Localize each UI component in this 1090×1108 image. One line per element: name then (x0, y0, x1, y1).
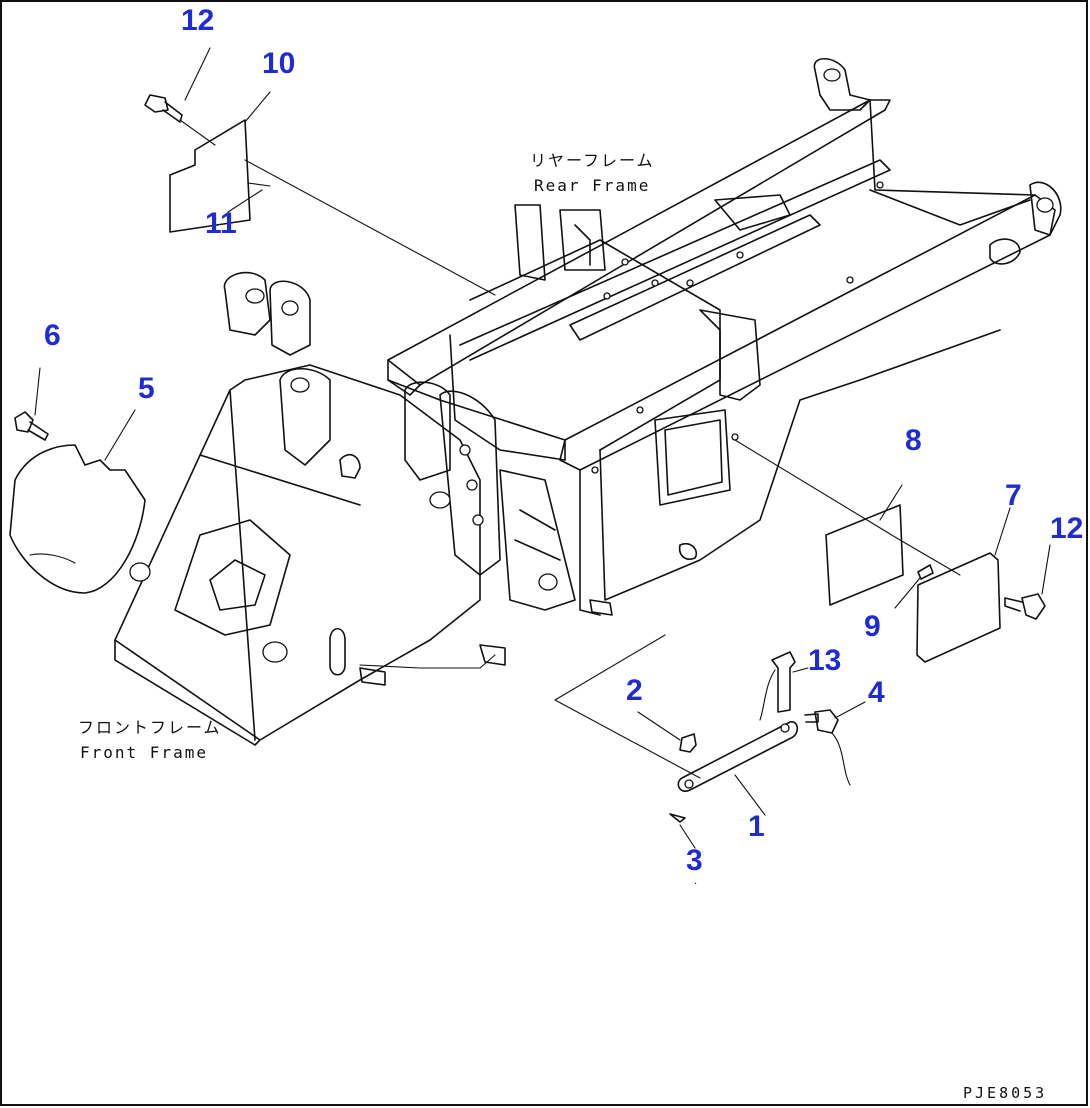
leader-line-bolt-6 (34, 367, 41, 416)
callout-13: 13 (808, 644, 841, 677)
leader-line-callout-4 (834, 701, 866, 719)
rear-cross-member (569, 214, 821, 341)
part-pin-13 (759, 651, 796, 721)
leader-line-bolt-12-top (179, 119, 216, 146)
rear-frame-side-opening (654, 409, 731, 506)
rear-frame-right-rail (559, 194, 1056, 471)
leader-line-callout-13 (792, 667, 809, 673)
leader-line-callout-12-right (1041, 544, 1051, 595)
svg-text:.: . (694, 876, 697, 887)
part-bolt-2 (679, 733, 697, 753)
callout-7: 7 (1005, 479, 1022, 512)
rear-frame (387, 57, 1062, 616)
callout-6: 6 (44, 319, 61, 352)
callout-11: 11 (205, 207, 237, 240)
front-frame-label-jp: フロントフレーム (78, 718, 222, 737)
rear-frame-bracket-right (699, 309, 761, 401)
leader-line-callout-12-top (184, 47, 211, 101)
leader-line-callout-1 (734, 774, 766, 816)
rear-frame-left-rail (387, 99, 891, 386)
rear-frame-label-en: Rear Frame (534, 176, 650, 195)
leader-line-callout-10 (244, 91, 271, 123)
part-pin-4 (804, 709, 851, 786)
callout-4: 4 (868, 676, 885, 709)
callout-12-right: 12 (1050, 512, 1083, 545)
part-cover-10 (169, 119, 271, 233)
rear-hitch-side (1029, 181, 1062, 236)
leader-line-cover-10 (244, 159, 496, 296)
part-lock-bar-1 (677, 721, 799, 792)
part-cover-5 (9, 444, 146, 594)
part-packing-9 (917, 564, 934, 580)
part-bolt-12-right (1004, 593, 1046, 620)
part-bolt-6 (14, 411, 49, 441)
front-frame-body (114, 364, 481, 741)
leader-line-cover-5 (104, 409, 136, 461)
leader-line-callout-8 (879, 484, 903, 521)
leader-line-callout-9 (894, 577, 921, 609)
part-plate-8 (825, 504, 904, 606)
rear-frame-bracket-left (514, 204, 546, 281)
drawing-id: PJE8053 (963, 1084, 1047, 1102)
callout-5: 5 (138, 372, 155, 405)
leader-line-callout-2 (637, 711, 681, 741)
leader-line-callout-11 (227, 189, 263, 213)
leader-line-lock-bar (554, 634, 701, 779)
callout-1: 1 (748, 810, 765, 843)
part-cover-7 (916, 552, 1001, 663)
front-frame (114, 271, 613, 746)
part-washer-3 (669, 813, 686, 823)
part-bolt-12-top (144, 94, 183, 123)
rear-frame-label-jp: リヤーフレーム (530, 151, 655, 170)
leader-line-callout-7 (994, 507, 1011, 556)
front-frame-boom-tower-right (279, 368, 331, 466)
callout-12-top: 12 (181, 4, 214, 37)
front-frame-bottom-opening (174, 519, 291, 636)
leader-line-plate-8 (734, 439, 961, 576)
leader-line-callout-3 (679, 824, 696, 849)
callout-2: 2 (626, 674, 643, 707)
callout-8: 8 (905, 424, 922, 457)
callout-9: 9 (864, 610, 881, 643)
front-frame-label-en: Front Frame (80, 743, 208, 762)
front-frame-link-plate (439, 390, 501, 576)
callout-10: 10 (262, 47, 295, 80)
front-frame-boom-tower-left (223, 271, 271, 336)
callout-3: 3 (686, 844, 703, 877)
rear-hitch-upper (813, 57, 871, 111)
